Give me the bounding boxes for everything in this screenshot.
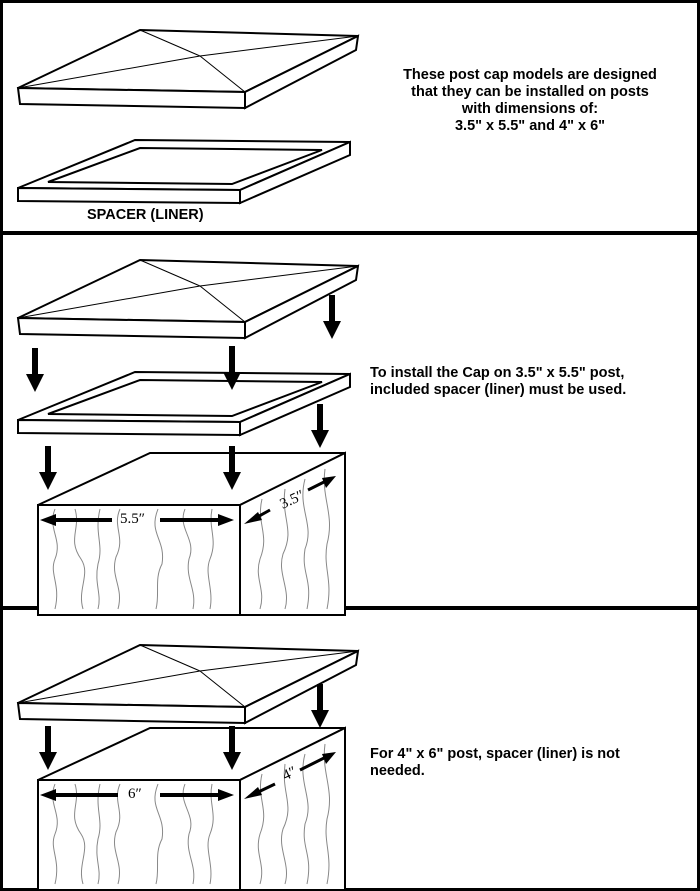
post-cap-panel-2: [17, 259, 359, 339]
depth-dimension-arrow: [244, 752, 336, 799]
width-label: 6″: [128, 786, 142, 802]
spacer-label: SPACER (LINER): [87, 207, 204, 223]
post-cap-panel-3: [17, 644, 359, 724]
caption-line: For 4" x 6" post, spacer (liner) is not: [370, 746, 620, 762]
depth-dimension-arrow: [244, 476, 336, 524]
down-arrow-icon: [26, 348, 44, 392]
spacer-liner-panel-2: [17, 371, 351, 436]
down-arrow-icon: [311, 684, 329, 728]
spacer-liner-panel-1: [17, 139, 351, 204]
caption-panel-2: To install the Cap on 3.5" x 5.5" post, …: [370, 365, 626, 399]
down-arrow-icon: [39, 446, 57, 490]
caption-line: with dimensions of:: [461, 101, 599, 117]
post-panel-2: [38, 453, 345, 615]
caption-panel-1: These post cap models are designed that …: [360, 67, 700, 135]
post-panel-3: [38, 728, 345, 890]
post-cap-panel-1: [17, 29, 359, 109]
caption-line: 3.5" x 5.5" and 4" x 6": [454, 118, 606, 134]
width-dimension-arrow: [40, 514, 234, 526]
down-arrow-icon: [39, 726, 57, 770]
caption-line: that they can be installed on posts: [411, 84, 649, 100]
width-label: 5.5″: [120, 511, 145, 527]
caption-line: To install the Cap on 3.5" x 5.5" post,: [370, 365, 625, 381]
down-arrow-icon: [323, 295, 341, 339]
caption-line: needed.: [370, 763, 425, 779]
caption-panel-3: For 4" x 6" post, spacer (liner) is not …: [370, 746, 620, 780]
down-arrow-icon: [311, 404, 329, 448]
caption-line: These post cap models are designed: [403, 67, 657, 83]
width-dimension-arrow: [40, 789, 234, 801]
caption-line: included spacer (liner) must be used.: [370, 382, 627, 398]
